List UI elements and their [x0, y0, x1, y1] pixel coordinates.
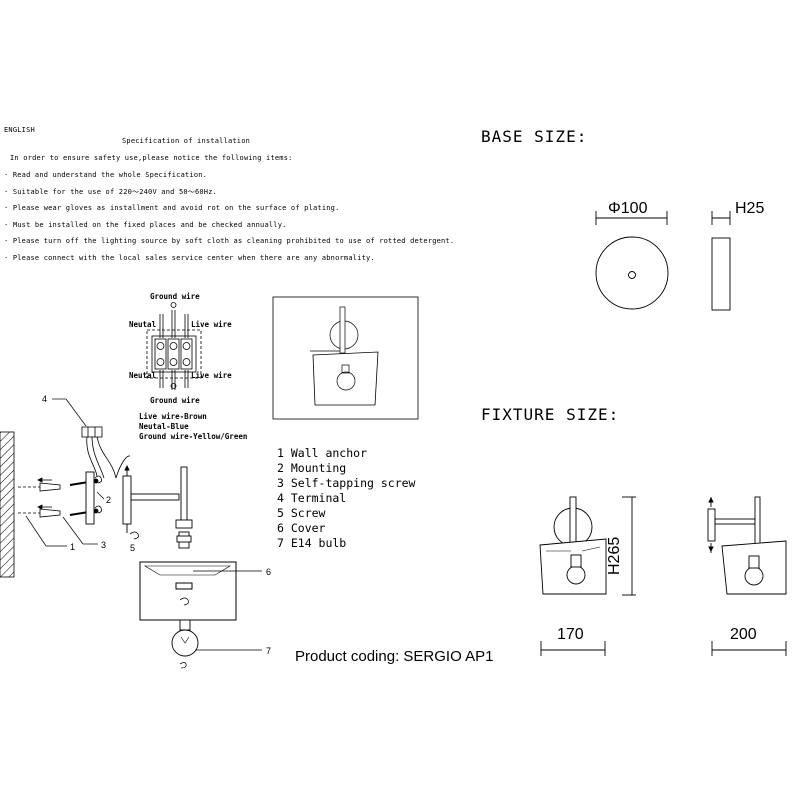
- part-item: 7 E14 bulb: [277, 536, 347, 550]
- product-coding: Product coding: SERGIO AP1: [295, 648, 494, 665]
- callout-3: 3: [101, 540, 106, 550]
- callout-6: 6: [266, 567, 271, 577]
- terminal-ground-icon: [167, 338, 180, 370]
- callout-numbers: 4 2 1 3 5 6 7: [42, 394, 271, 656]
- fixture-side-drawing: [707, 496, 787, 656]
- callout-1: 1: [70, 542, 75, 552]
- wire-label-neutral-bottom: Neutal: [129, 371, 157, 380]
- part-item: 4 Terminal: [277, 491, 347, 505]
- base-size-drawing: [595, 211, 731, 311]
- wire-label-ground-bottom: Ground wire: [150, 396, 200, 405]
- fixture-size-heading: FIXTURE SIZE:: [481, 405, 620, 424]
- callout-leaders: [25, 398, 262, 651]
- instructions-title: Specification of installation: [122, 137, 251, 145]
- wire-color-legend: Live wire-Brown: [139, 412, 207, 421]
- instruction-item: · Suitable for the use of 220～240V and 5…: [4, 188, 218, 196]
- part-item: 5 Screw: [277, 506, 326, 520]
- instructions-intro: In order to ensure safety use,please not…: [10, 154, 293, 162]
- callout-4: 4: [42, 394, 47, 404]
- terminal-live-icon: [180, 338, 193, 370]
- instruction-item: · Please turn off the lighting source by…: [4, 237, 455, 245]
- supply-wires: [81, 426, 131, 479]
- language-label: ENGLISH: [4, 126, 35, 134]
- part-item: 2 Mounting: [277, 461, 347, 475]
- wire-color-legend: Ground wire-Yellow/Green: [139, 432, 248, 441]
- instruction-item: · Please wear gloves as installment and …: [4, 204, 340, 212]
- fixture-height-label: H265: [606, 536, 623, 575]
- instruction-item: · Must be installed on the fixed places …: [4, 221, 287, 229]
- instruction-item: · Please connect with the local sales se…: [4, 254, 375, 262]
- terminal-neutral-icon: [154, 338, 167, 370]
- base-diameter-label: Φ100: [608, 200, 648, 217]
- product-photo: [272, 296, 419, 420]
- wire-color-legend: Neutal-Blue: [139, 422, 189, 431]
- callout-5: 5: [130, 543, 135, 553]
- wire-label-ground-top: Ground wire: [150, 292, 200, 301]
- rotate-screw-icons: [94, 475, 139, 540]
- base-size-heading: BASE SIZE:: [481, 127, 588, 146]
- wire-label-neutral-top: Neutal: [129, 320, 157, 329]
- shade-cover: [139, 561, 237, 621]
- part-item: 3 Self-tapping screw: [277, 476, 416, 490]
- callout-7: 7: [266, 646, 271, 656]
- base-height-label: H25: [735, 200, 765, 217]
- arrow-icons: [37, 477, 52, 510]
- wire-label-live-bottom: Live wire: [191, 371, 232, 380]
- fixture-width-front-label: 170: [557, 626, 584, 643]
- callout-2: 2: [106, 495, 111, 505]
- part-item: 6 Cover: [277, 521, 326, 535]
- bulb-icon: [171, 619, 199, 669]
- part-item: 1 Wall anchor: [277, 446, 368, 460]
- lamp-arm: [130, 466, 193, 549]
- terminal-block-detail: [146, 302, 202, 390]
- wire-label-live-top: Live wire: [191, 320, 232, 329]
- fixture-front-drawing: [539, 496, 636, 656]
- instruction-item: · Read and understand the whole Specific…: [4, 171, 208, 179]
- fixture-width-side-label: 200: [730, 626, 757, 643]
- wall-hatch: [0, 431, 15, 578]
